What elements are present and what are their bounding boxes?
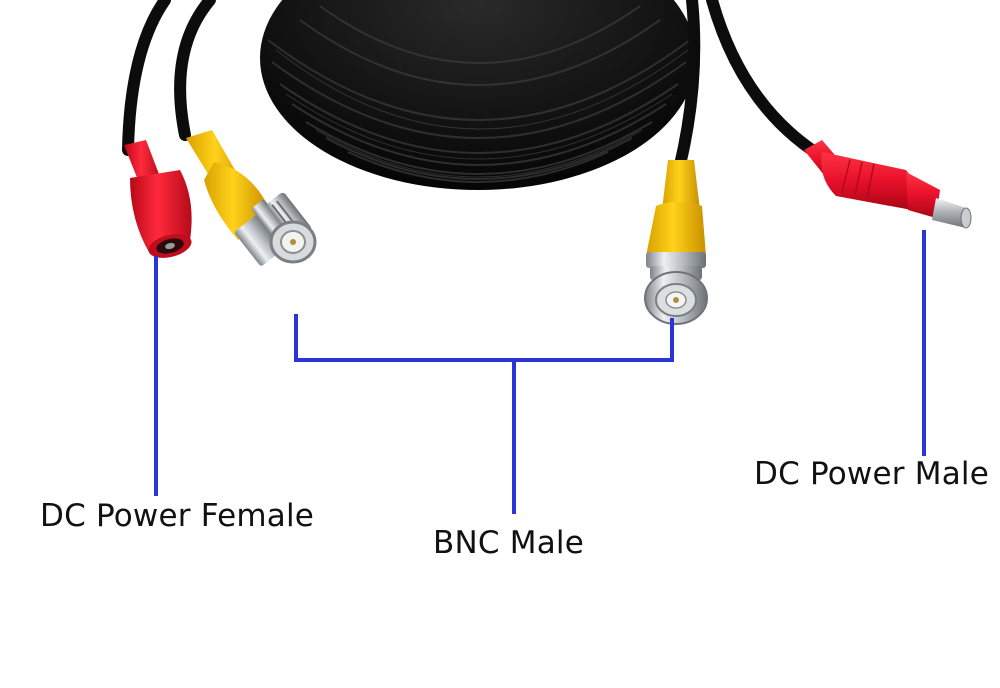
cable-coil [260,0,696,190]
bnc-male-connector-right [644,160,708,325]
label-dc-power-male: DC Power Male [754,456,989,492]
bnc-male-connector-left [186,130,317,266]
leader-lines [154,230,926,514]
label-dc-power-female: DC Power Female [40,498,315,534]
dc-power-female-connector [124,140,192,258]
label-bnc-male: BNC Male [433,525,584,561]
cable-leads [122,0,818,171]
dc-power-male-connector [804,140,972,229]
leader-line-bnc-bracket [294,314,674,362]
